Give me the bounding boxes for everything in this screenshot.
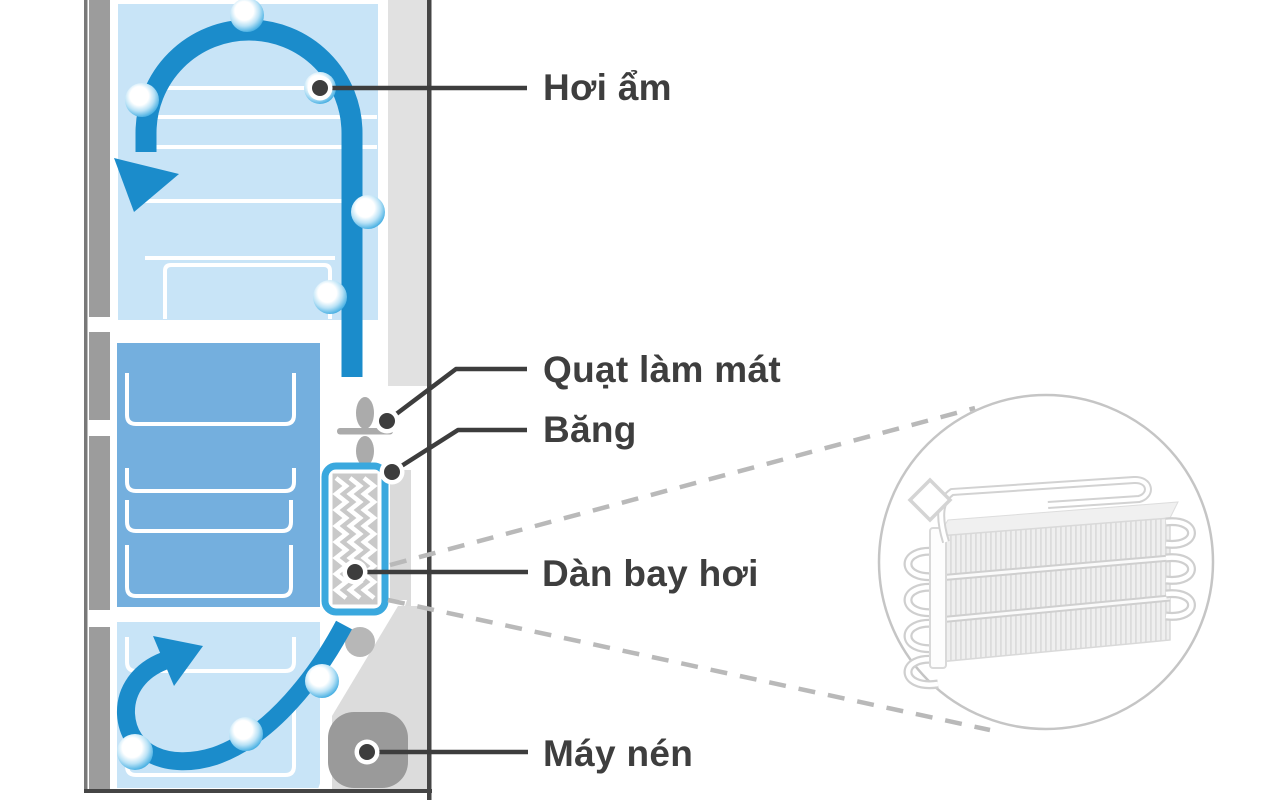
callout-dot xyxy=(379,459,405,485)
tube-loops-left xyxy=(903,546,939,690)
moisture-bubble-icon xyxy=(229,717,263,751)
callout-line-fan xyxy=(385,366,527,423)
valve-icon xyxy=(907,477,953,523)
door-segment xyxy=(89,332,110,420)
callout-dot xyxy=(354,739,380,765)
tube-rows xyxy=(937,554,1171,624)
moisture-bubble-icon xyxy=(117,734,153,770)
fan-blade xyxy=(356,436,374,466)
moisture-bubble-icon xyxy=(351,195,385,229)
compartment-fill xyxy=(118,4,378,320)
moisture-bubble-icon xyxy=(313,280,347,314)
callout-dot xyxy=(342,559,368,585)
cabinet-back-line xyxy=(427,0,432,800)
cooling-fan-icon xyxy=(337,397,393,466)
magnifier-leader-lines xyxy=(387,405,991,733)
moisture-bubble-icon xyxy=(230,0,264,32)
airflow-arrow-icon xyxy=(117,620,352,771)
drawer-outlines xyxy=(125,373,296,598)
fin-block-front xyxy=(937,517,1171,663)
pipe-dot-icon xyxy=(345,627,375,657)
drawer-outlines xyxy=(125,637,296,777)
door-line xyxy=(84,0,88,791)
top-pipes xyxy=(937,476,1152,544)
moisture-bubble-icon xyxy=(305,664,339,698)
callout-dots xyxy=(307,75,405,765)
arrowhead-icon xyxy=(153,636,203,686)
callout-lines xyxy=(322,85,528,755)
label-evaporator: Dàn bay hơi xyxy=(542,553,759,595)
label-cooling-fan: Quạt làm mát xyxy=(543,349,781,391)
end-plate xyxy=(929,527,947,669)
fan-blade xyxy=(356,397,374,429)
door-segment xyxy=(89,436,110,610)
door-segment xyxy=(89,627,110,789)
label-moisture: Hơi ẩm xyxy=(543,67,672,109)
leader-dash-bottom xyxy=(387,597,991,733)
label-compressor: Máy nén xyxy=(543,733,694,775)
arrowhead-icon xyxy=(114,158,179,212)
compartment-fill xyxy=(117,343,320,607)
moisture-bubble-icon xyxy=(125,83,159,117)
duct-divider xyxy=(390,470,411,635)
callout-dot xyxy=(374,408,400,434)
leader-dash-top xyxy=(389,405,976,568)
fridge-compartment-top xyxy=(118,4,378,320)
evaporator-photo xyxy=(903,476,1196,690)
callout-dot xyxy=(307,75,333,101)
door-segment xyxy=(89,0,110,317)
fridge-door-edge xyxy=(84,0,110,791)
drawer-outline xyxy=(163,263,332,319)
tube-loops-right xyxy=(1165,517,1196,621)
callout-line-ice xyxy=(390,427,527,474)
fridge-compartment-middle xyxy=(117,343,320,607)
evaporator-coil-icon xyxy=(321,462,389,616)
magnifier-circle-icon xyxy=(877,393,1215,731)
label-ice: Băng xyxy=(543,409,637,451)
airflow-arrow-bottom xyxy=(117,620,352,771)
cabinet-bottom-line xyxy=(84,789,432,793)
